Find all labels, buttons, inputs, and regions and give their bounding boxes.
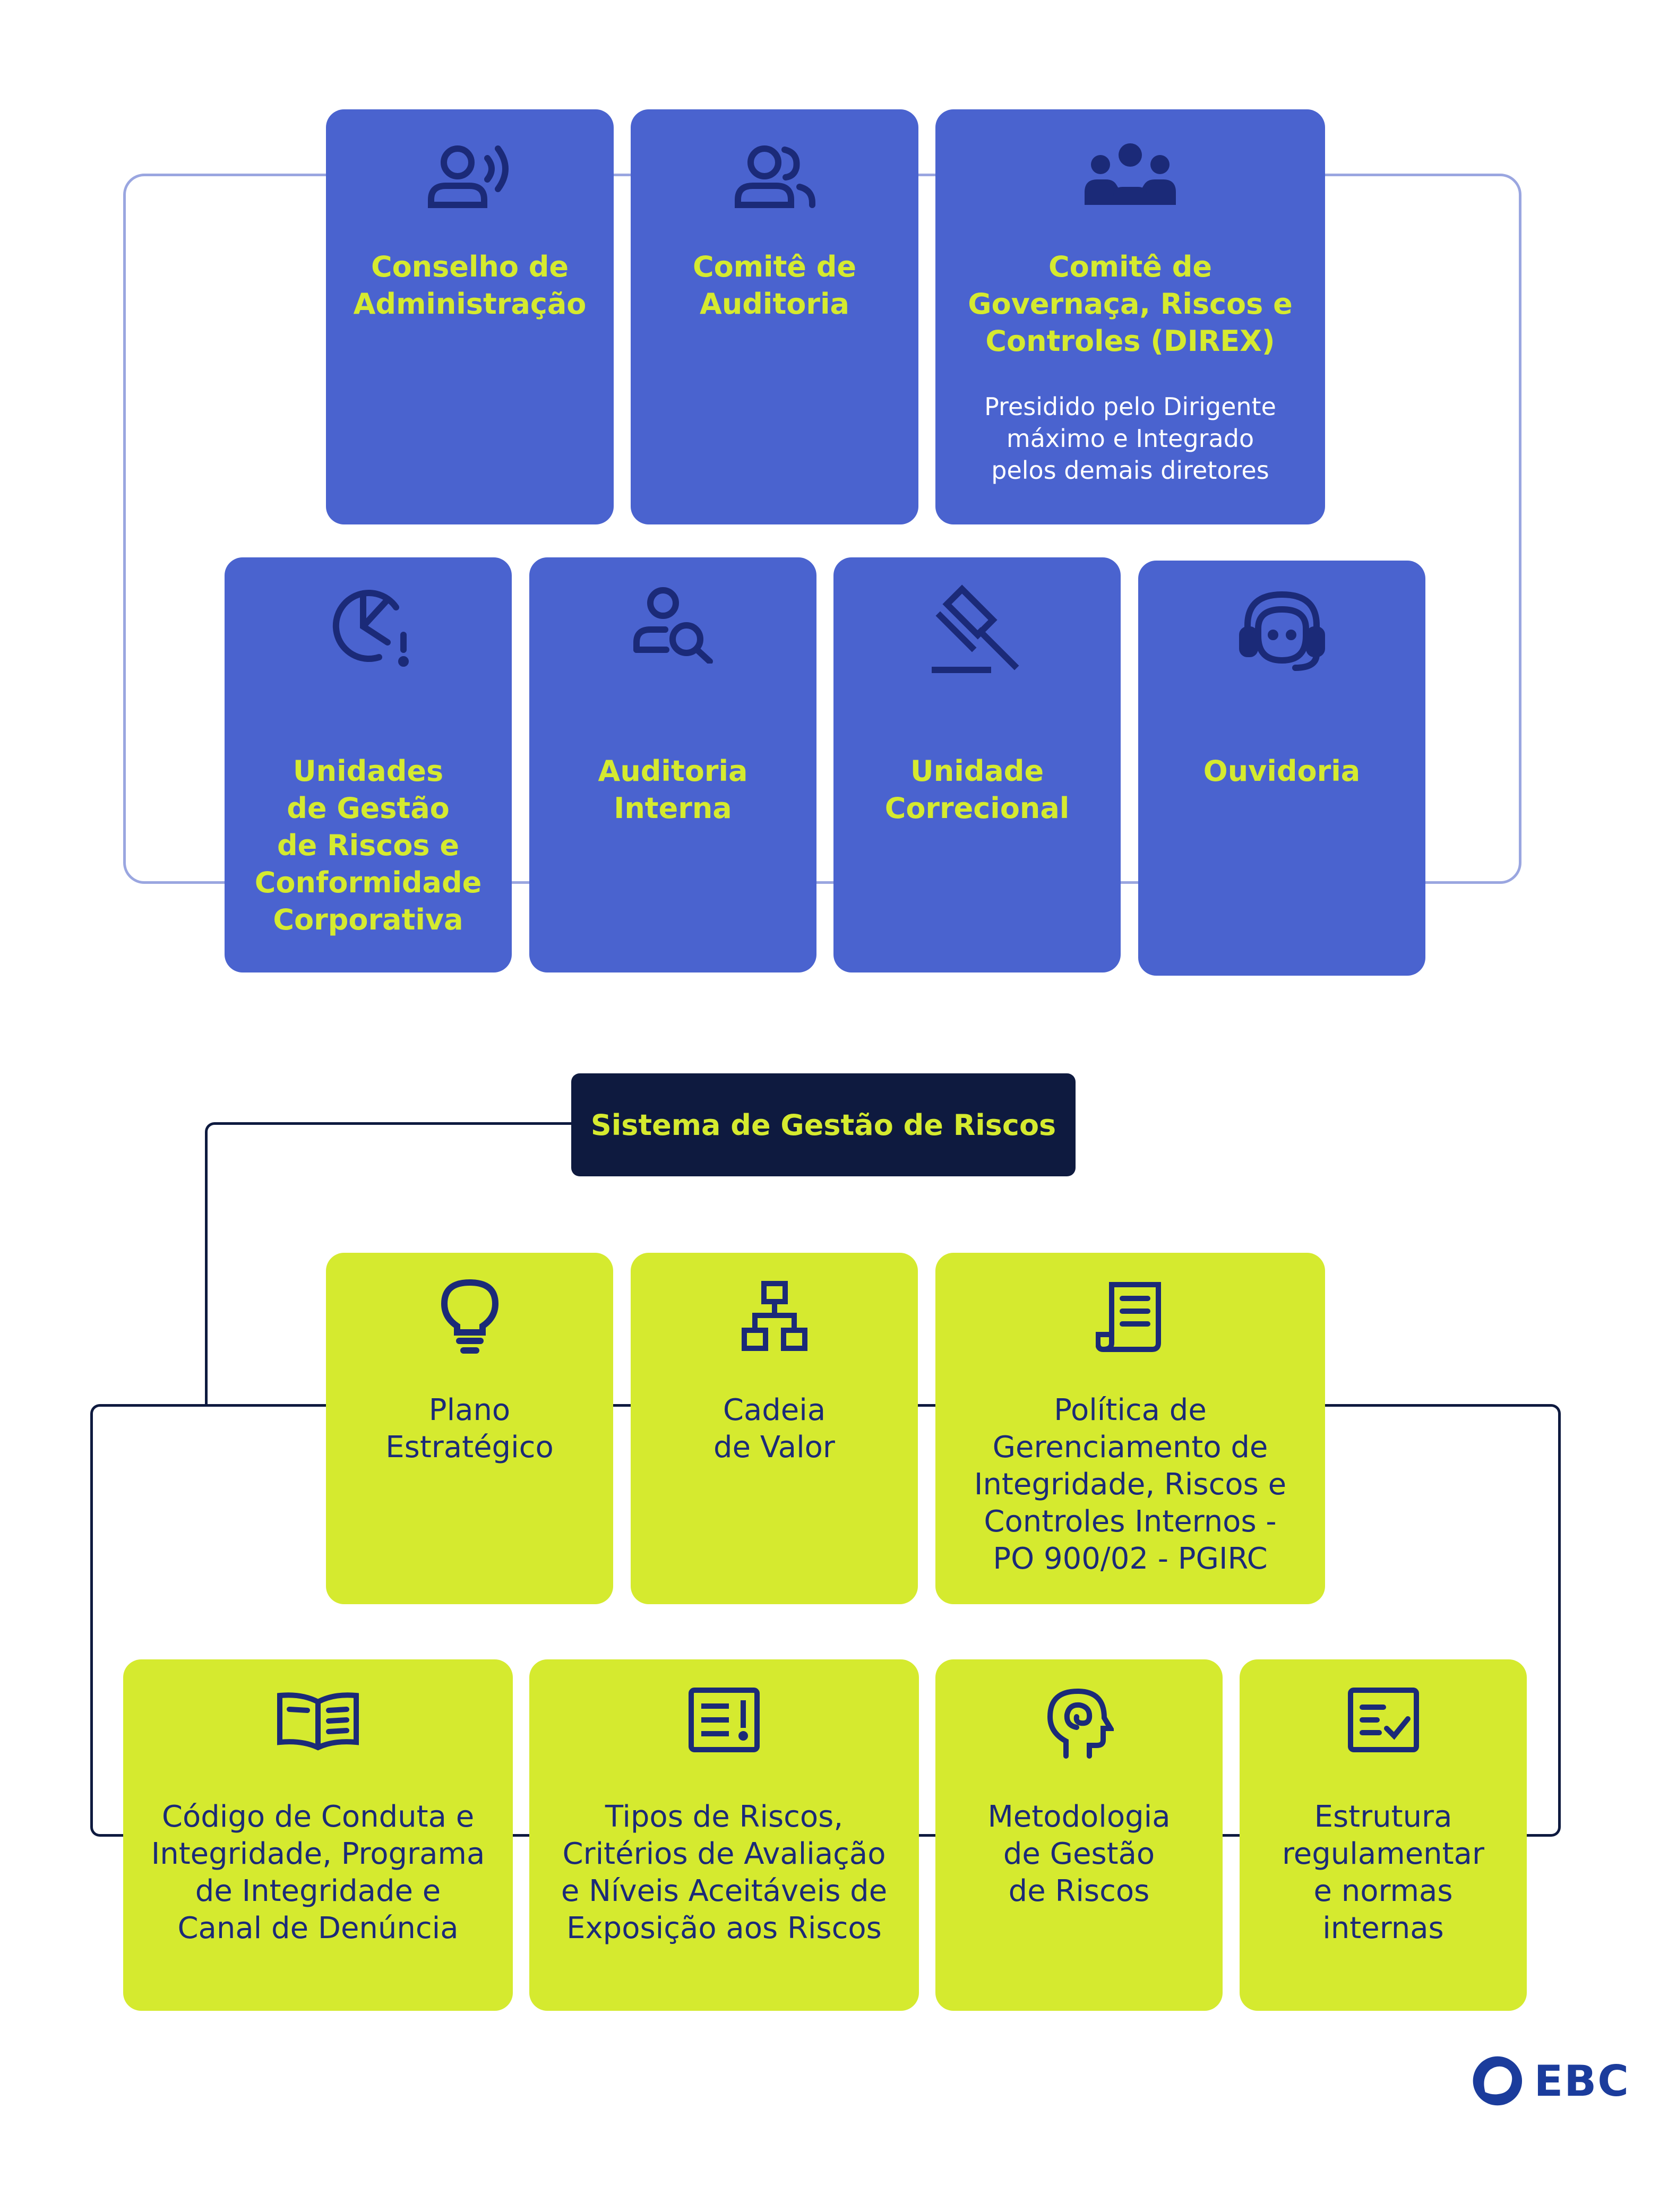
card-label: Metodologia de Gestão de Riscos — [987, 1800, 1171, 1908]
ebc-logo-mark — [1473, 2056, 1523, 2106]
gavel-icon — [833, 584, 1121, 674]
card-plano-estrategico: Plano Estratégico — [326, 1253, 613, 1604]
card-codigo-conduta: Código de Conduta e Integridade, Program… — [123, 1659, 513, 2011]
card-label: Código de Conduta e Integridade, Program… — [151, 1800, 485, 1946]
system-header: Sistema de Gestão de Riscos — [571, 1073, 1076, 1176]
card-metodologia: Metodologia de Gestão de Riscos — [935, 1659, 1223, 2011]
speaking-person-icon — [326, 137, 614, 217]
card-title: Conselho de Administração — [353, 250, 587, 321]
card-label: Tipos de Riscos, Critérios de Avaliação … — [561, 1800, 888, 1946]
card-subtitle: Presidido pelo Dirigente máximo e Integr… — [984, 392, 1276, 485]
card-estrutura-regulamentar: Estrutura regulamentar e normas internas — [1240, 1659, 1527, 2011]
risk-gauge-icon — [225, 584, 512, 669]
card-label: Cadeia de Valor — [713, 1393, 835, 1465]
alert-list-icon — [529, 1686, 919, 1755]
connector-gap-2 — [915, 1404, 939, 1407]
ebc-logo-text: EBC — [1534, 2056, 1630, 2106]
card-comite-governanca: Comitê de Governaça, Riscos e Controles … — [935, 109, 1325, 524]
connector-gap-1 — [611, 1404, 634, 1407]
card-ouvidoria: Ouvidoria — [1138, 561, 1425, 976]
connector-gap-3 — [510, 1834, 534, 1837]
card-unidade-correcional: Unidade Correcional — [833, 557, 1121, 972]
card-title: Ouvidoria — [1203, 754, 1361, 788]
mind-icon — [935, 1686, 1223, 1760]
card-comite-auditoria: Comitê de Auditoria — [631, 109, 918, 524]
person-search-icon — [529, 584, 816, 664]
connector-gap-4 — [915, 1834, 940, 1837]
card-politica-gerenciamento: Política de Gerenciamento de Integridade… — [935, 1253, 1325, 1604]
card-title: Auditoria Interna — [598, 754, 748, 825]
group-icon — [935, 141, 1325, 210]
book-icon — [123, 1689, 513, 1753]
card-title: Unidade Correcional — [884, 754, 1070, 825]
card-title: Unidades de Gestão de Riscos e Conformid… — [254, 754, 482, 936]
card-label: Estrutura regulamentar e normas internas — [1282, 1800, 1484, 1946]
card-title: Comitê de Governaça, Riscos e Controles … — [968, 250, 1293, 358]
headset-icon — [1138, 588, 1425, 673]
lightbulb-icon — [326, 1277, 613, 1357]
card-title: Comitê de Auditoria — [692, 250, 857, 321]
card-cadeia-valor: Cadeia de Valor — [631, 1253, 918, 1604]
card-tipos-riscos: Tipos de Riscos, Critérios de Avaliação … — [529, 1659, 919, 2011]
document-icon — [935, 1279, 1325, 1354]
hierarchy-icon — [631, 1279, 918, 1354]
card-conselho-administracao: Conselho de Administração — [326, 109, 614, 524]
ebc-logo: EBC — [1471, 2049, 1630, 2113]
card-label: Política de Gerenciamento de Integridade… — [974, 1393, 1287, 1576]
people-icon — [631, 137, 918, 217]
card-unidades-gestao-riscos: Unidades de Gestão de Riscos e Conformid… — [225, 557, 512, 972]
connector-header-left — [205, 1122, 577, 1407]
connector-gap-5 — [1218, 1834, 1242, 1837]
checklist-icon — [1240, 1686, 1527, 1755]
card-label: Plano Estratégico — [385, 1393, 554, 1465]
card-auditoria-interna: Auditoria Interna — [529, 557, 816, 972]
